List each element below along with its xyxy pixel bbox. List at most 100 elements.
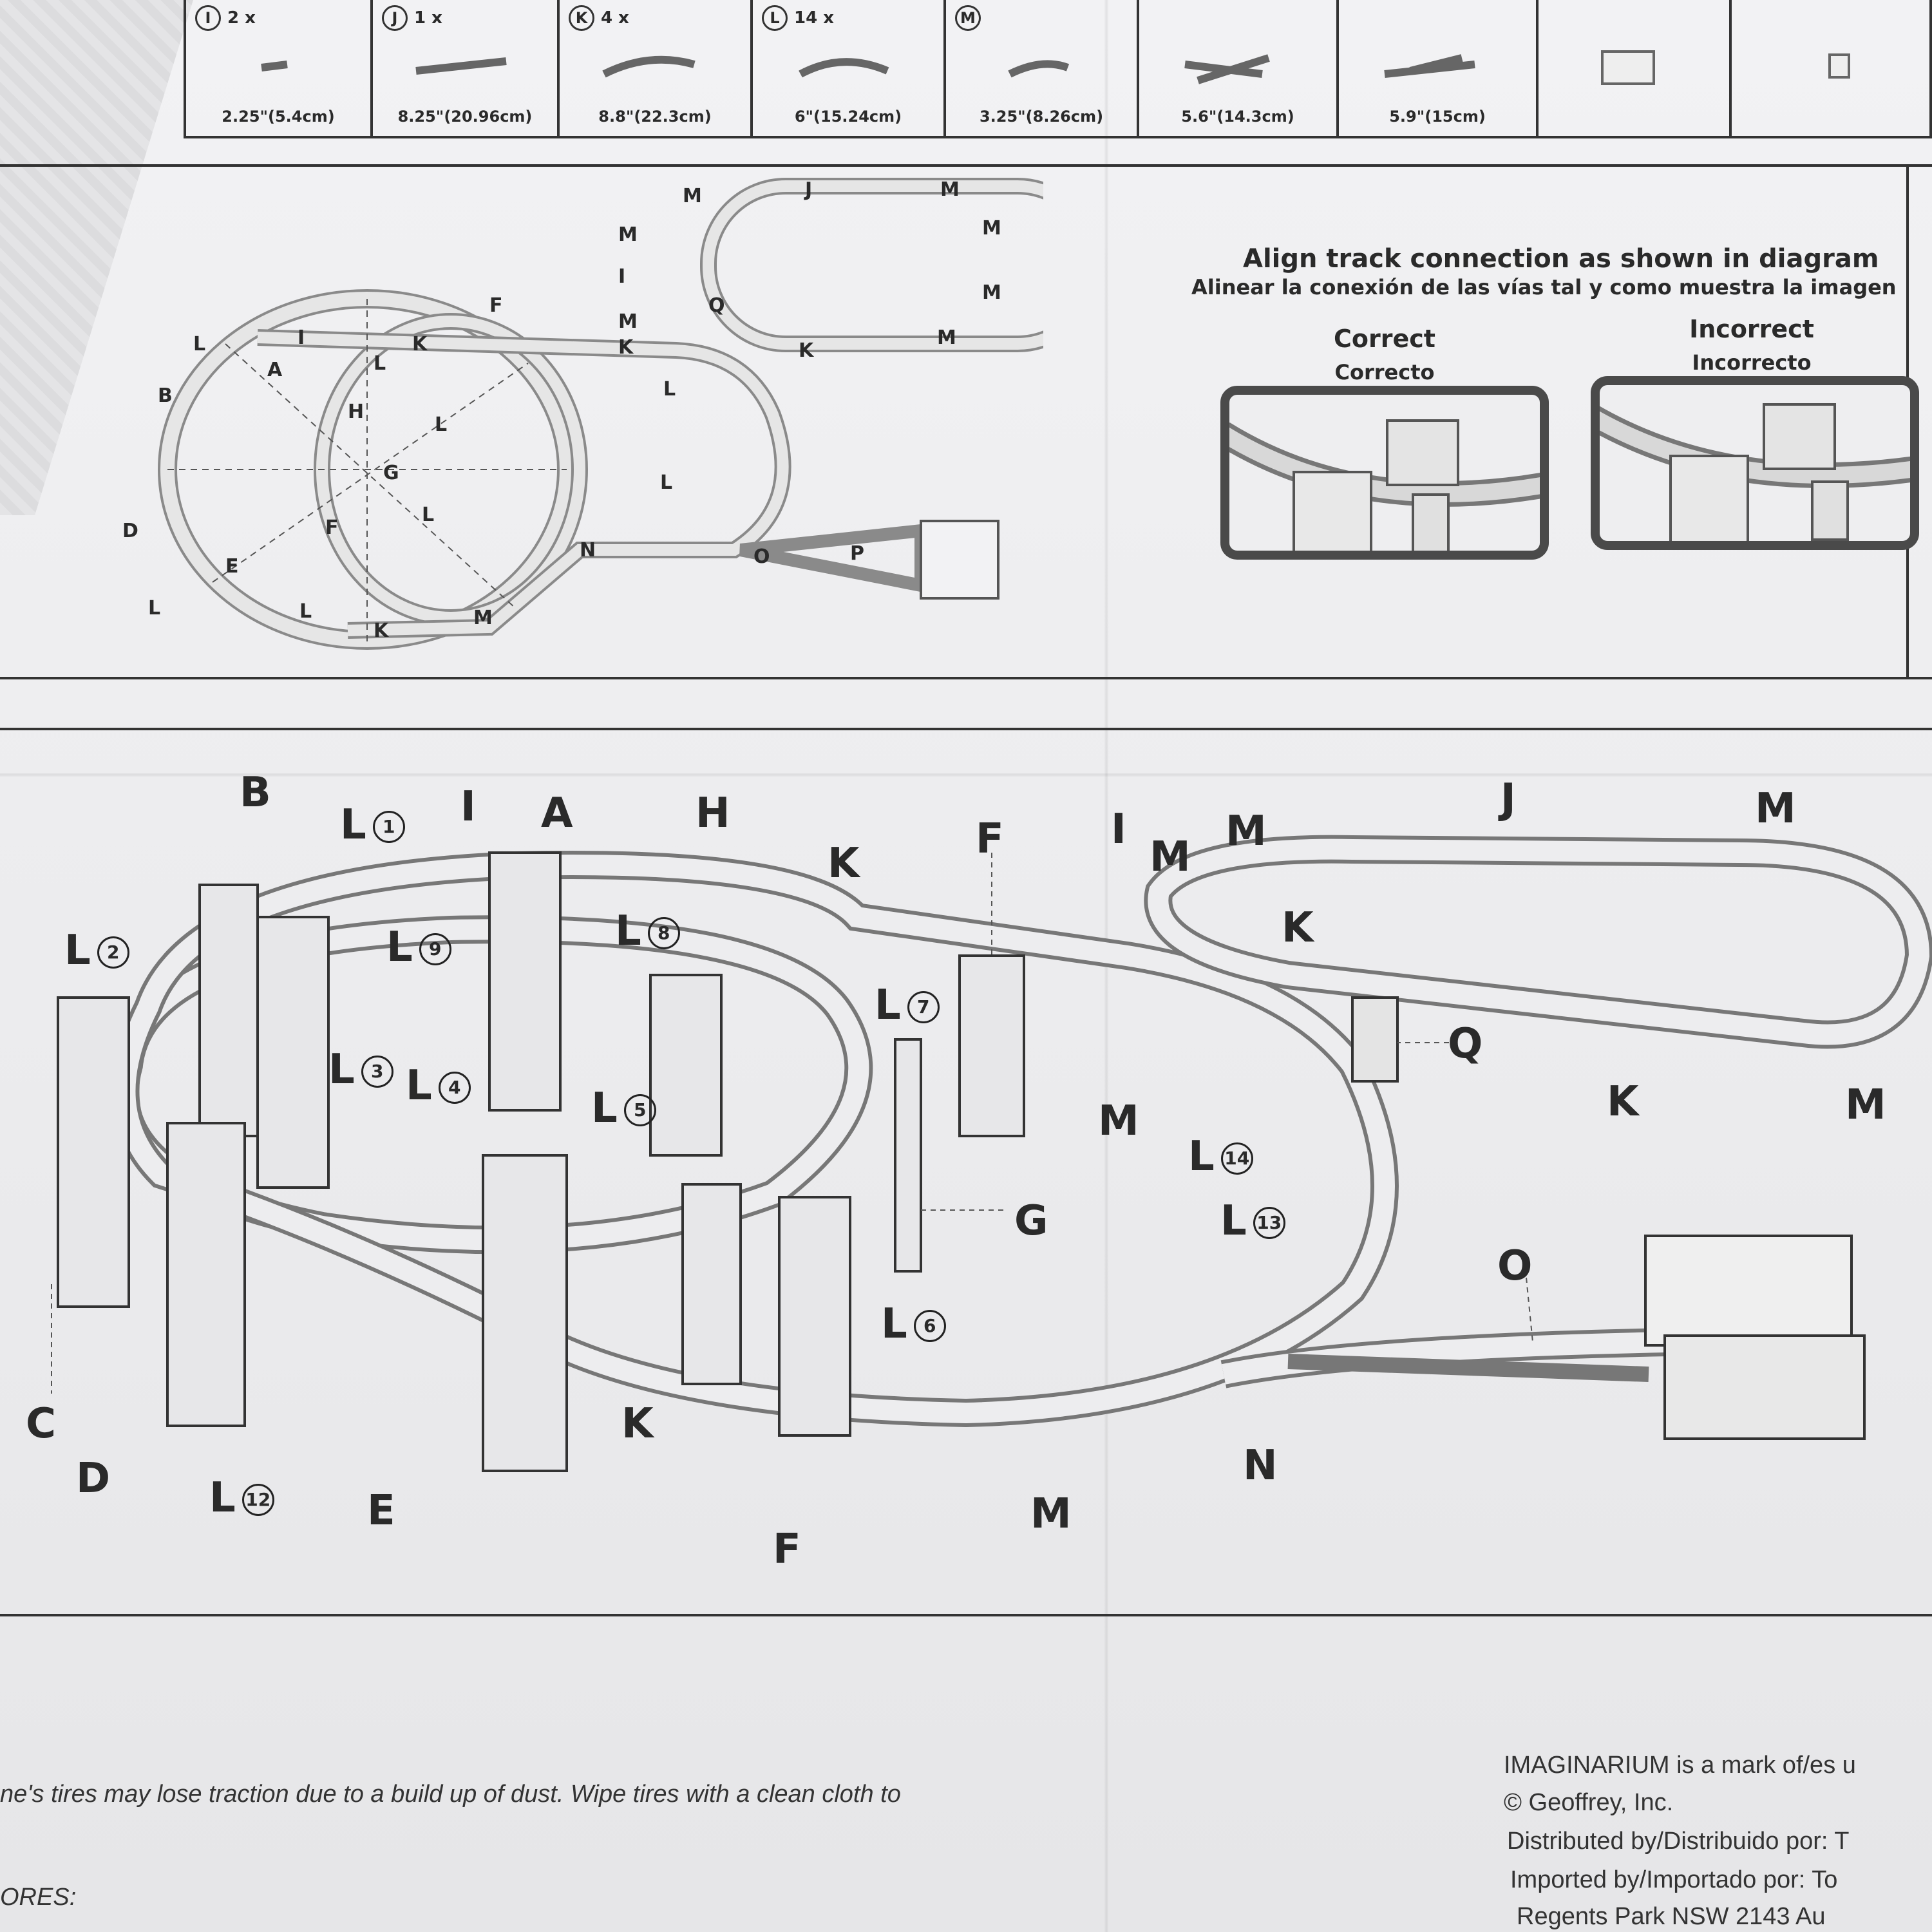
assembly-track-label: D	[76, 1455, 110, 1502]
assembly-track-label: B	[240, 769, 271, 817]
label-letter: O	[1497, 1242, 1533, 1290]
assembly-track-label: G	[1014, 1197, 1048, 1245]
assembly-track-label: F	[773, 1526, 801, 1573]
label-letter: M	[1150, 833, 1191, 881]
track-piece-shape	[1601, 50, 1656, 85]
label-letter: G	[1014, 1197, 1048, 1245]
track-piece-shape	[261, 61, 288, 71]
label-letter: I	[1111, 806, 1126, 853]
part-cell: 5.6"(14.3cm)	[1139, 0, 1339, 136]
label-letter: L	[591, 1084, 618, 1132]
plan-track-label: A	[267, 359, 283, 381]
label-letter: M	[1845, 1081, 1886, 1129]
part-size: 8.25"(20.96cm)	[397, 108, 533, 126]
label-letter: L	[209, 1474, 236, 1522]
assembly-track-label: M	[1098, 1097, 1139, 1145]
label-number: 7	[907, 991, 940, 1024]
plan-track-label: L	[299, 600, 312, 623]
assembly-track-label: M	[1150, 833, 1191, 881]
imported-line: Imported by/Importado por: To	[1510, 1866, 1838, 1893]
assembly-track-label: I	[460, 783, 476, 831]
correct-connection-drawing	[1229, 419, 1540, 551]
label-number: 12	[242, 1484, 274, 1517]
track-piece-shape	[799, 58, 889, 78]
track-piece-shape	[1008, 60, 1070, 78]
part-size: 5.6"(14.3cm)	[1181, 108, 1294, 126]
label-number: 8	[647, 917, 680, 950]
alignment-subtitle: Alinear la conexión de las vías tal y co…	[1191, 275, 1897, 299]
track-piece-shape	[415, 57, 507, 75]
label-letter: M	[1030, 1490, 1072, 1538]
assembly-track-label: M	[1755, 785, 1796, 833]
assembly-track-label: A	[541, 790, 573, 837]
track-piece-icon	[1828, 53, 1851, 79]
label-number: 3	[361, 1056, 393, 1088]
correct-connection-image	[1220, 386, 1549, 560]
plan-track-label: N	[580, 539, 596, 562]
part-letter: M	[955, 5, 981, 31]
incorrect-label-es: Incorrecto	[1692, 350, 1812, 375]
track-piece-shape	[1828, 53, 1851, 79]
label-letter: L	[64, 927, 91, 974]
part-quantity: 2 x	[227, 8, 256, 28]
part-cell: 5.9"(15cm)	[1339, 0, 1539, 136]
track-piece-icon	[799, 58, 889, 78]
label-letter: F	[773, 1526, 801, 1573]
plan-track-label: M	[683, 185, 702, 207]
plan-track-label: L	[435, 413, 447, 436]
assembly-track-label: M	[1226, 808, 1267, 855]
label-letter: A	[541, 790, 573, 837]
track-piece-icon	[1008, 60, 1070, 78]
label-letter: L	[881, 1300, 907, 1348]
label-letter: L	[1220, 1197, 1247, 1245]
track-piece-shape	[1184, 54, 1271, 84]
plan-track-label: E	[225, 555, 239, 578]
assembly-track-label: H	[696, 790, 730, 837]
plan-track-label: K	[618, 336, 634, 359]
track-piece-shape	[602, 55, 696, 78]
incorrect-label: Incorrect	[1689, 315, 1814, 343]
part-size: 8.8"(22.3cm)	[598, 108, 712, 126]
footer-warning: ne's tires may lose traction due to a bu…	[0, 1781, 901, 1808]
part-quantity: 4 x	[601, 8, 629, 28]
part-letter: I	[195, 5, 221, 31]
label-number: 14	[1220, 1142, 1253, 1175]
plan-track-label: O	[753, 545, 770, 568]
copyright-line: © Geoffrey, Inc.	[1504, 1789, 1674, 1816]
correct-label: Correct	[1334, 325, 1435, 353]
alignment-title: Align track connection as shown in diagr…	[1243, 244, 1879, 274]
plan-track-label: M	[982, 281, 1001, 304]
part-cell	[1732, 0, 1932, 136]
label-number: 5	[623, 1094, 656, 1127]
label-number: 13	[1253, 1207, 1285, 1240]
paper-fold-horizontal	[0, 773, 1932, 777]
track-piece-icon	[415, 57, 507, 75]
assembly-track-label: M	[1030, 1490, 1072, 1538]
part-letter: J	[382, 5, 408, 31]
incorrect-connection-image	[1591, 376, 1919, 550]
plan-track-label: K	[412, 333, 428, 355]
plan-track-label: L	[193, 333, 205, 355]
assembly-track-label: K	[1607, 1078, 1639, 1126]
plan-track-label: L	[148, 597, 160, 620]
part-header: I 2 x	[195, 5, 256, 31]
label-letter: J	[1501, 775, 1516, 823]
plan-track-label: M	[940, 178, 960, 201]
distributed-line: Distributed by/Distribuido por: T	[1507, 1828, 1850, 1855]
plan-track-label: F	[325, 516, 339, 539]
label-letter: D	[76, 1455, 111, 1502]
assembly-track-label: O	[1497, 1242, 1532, 1290]
correct-label-es: Correcto	[1334, 360, 1435, 384]
